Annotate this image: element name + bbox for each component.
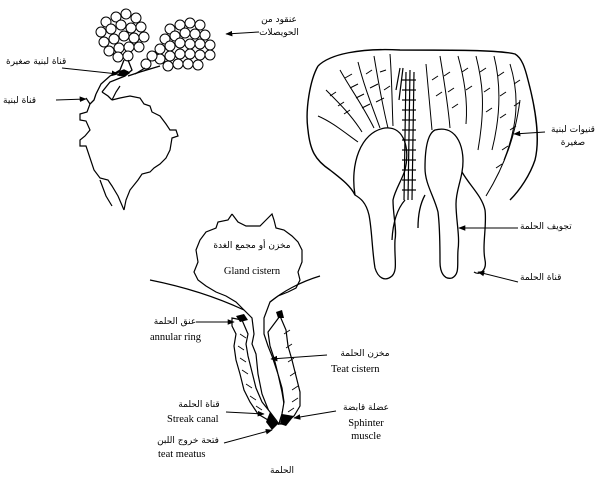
label-streak-canal-ar: قناة الحلمة: [172, 400, 226, 411]
caption: الحلمة: [262, 466, 302, 477]
udder-quarters: [354, 128, 486, 279]
label-small-milk-ductules: قنيوات لبنية صغيرة: [548, 124, 598, 150]
label-annular-ring-en: annular ring: [150, 332, 201, 343]
alveoli-cluster-right: [141, 18, 215, 71]
label-teat-meatus-ar: فتحة خروج اللبن: [150, 436, 226, 447]
gland-cistern-outline: [194, 214, 302, 310]
label-small-milk-duct: قناة لبنية صغيرة: [6, 57, 66, 68]
ductules-branches: [318, 54, 520, 196]
label-streak-canal-en: Streak canal: [167, 414, 219, 425]
label-gland-cistern-en: Gland cistern: [200, 266, 304, 277]
label-sphincter-en-2: muscle: [340, 431, 392, 442]
label-gland-cistern-ar: مخزن أو مجمع الغدة: [209, 240, 295, 253]
label-annular-ring-ar: عنق الحلمة: [150, 317, 200, 328]
label-milk-duct: قناة لبنية: [3, 96, 36, 107]
label-teat-canal-right: قناة الحلمة: [520, 273, 561, 284]
label-teat-meatus-en: teat meatus: [158, 449, 206, 460]
label-sphincter-en-1: Sphinter: [340, 418, 392, 429]
label-teat-cistern-ar: مخزن الحلمة: [330, 349, 400, 360]
label-teat-cistern-en: Teat cistern: [331, 364, 380, 375]
udder-septum: [396, 68, 416, 200]
alveoli-cluster-left: [96, 9, 149, 62]
label-arrows: [56, 32, 545, 443]
duct-connectors: [86, 86, 120, 104]
label-alveoli-clusters: عنقود من الحويصلات: [246, 14, 312, 40]
label-teat-cavity: تجويف الحلمة: [520, 222, 572, 233]
small-gland-cistern: [80, 96, 178, 210]
label-sphincter-ar: عضلة قابضة: [336, 403, 396, 414]
